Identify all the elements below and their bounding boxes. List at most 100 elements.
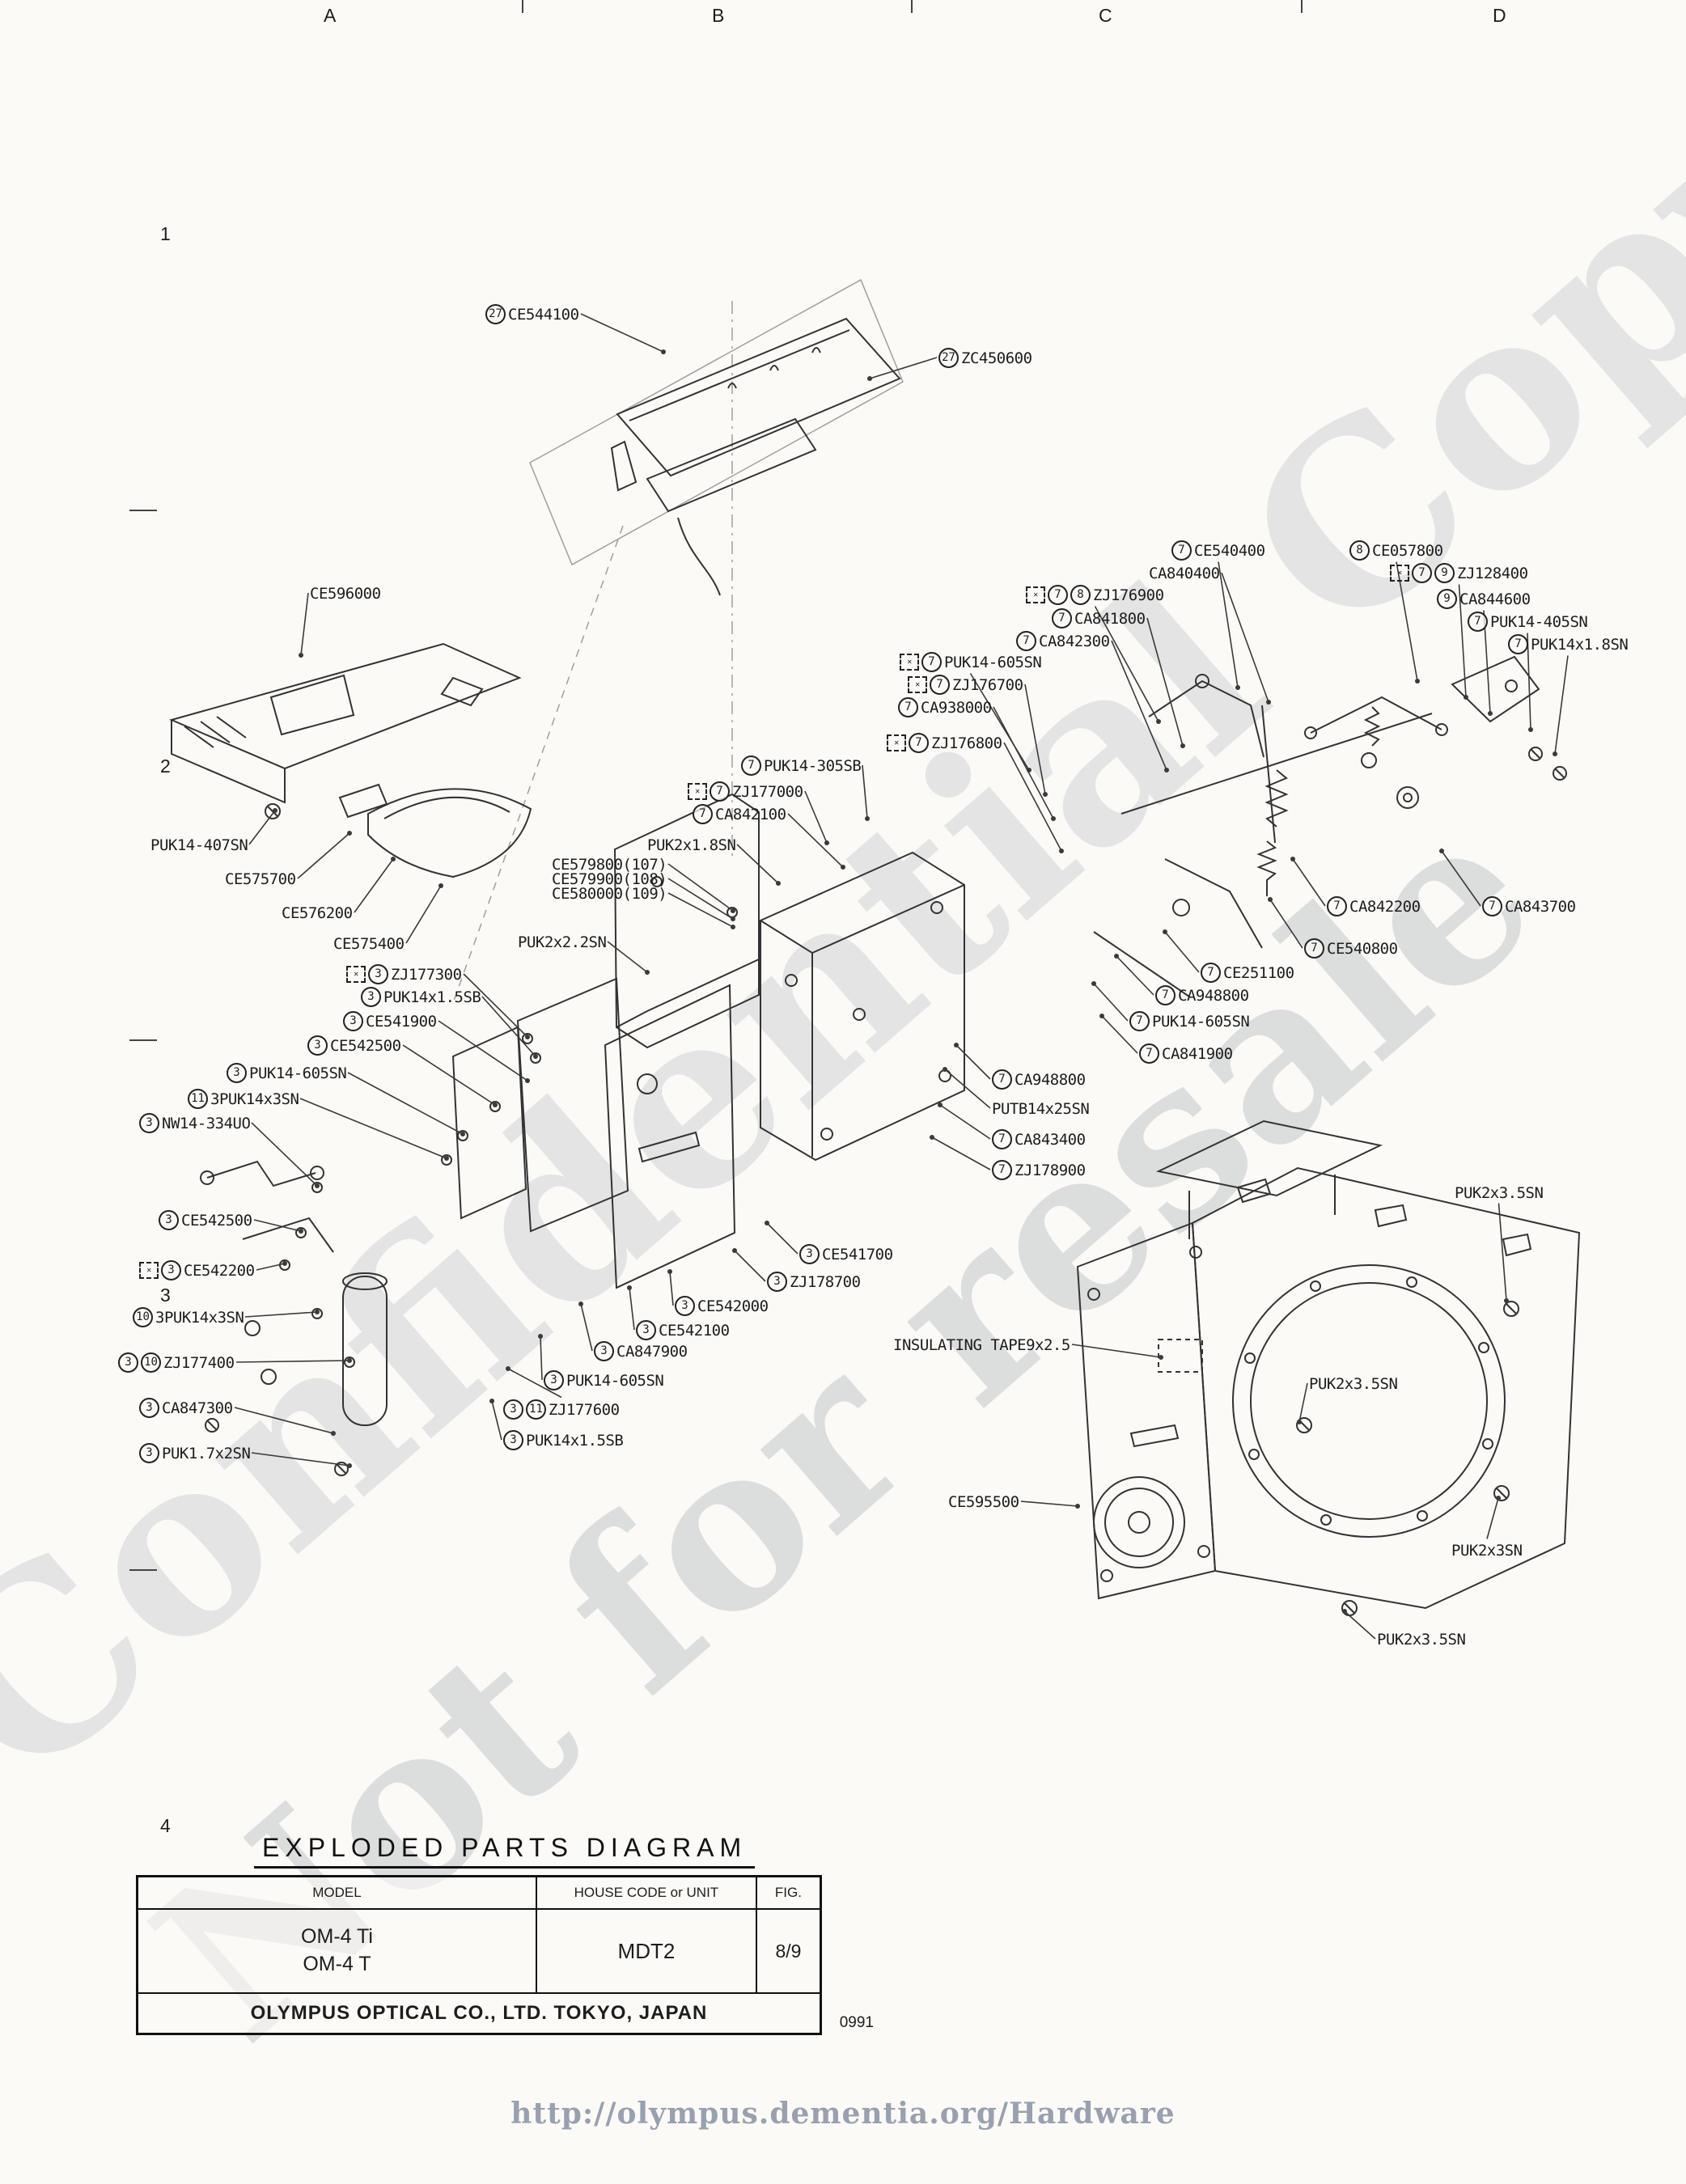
- ref-number-circle: 9: [1434, 562, 1455, 583]
- part-number: PUK2x3.5SN: [1309, 1374, 1398, 1393]
- part-label: CE579900(108): [552, 870, 667, 888]
- part-number: PUK14-605SN: [1152, 1012, 1250, 1031]
- house-code-value: MDT2: [536, 1908, 757, 1994]
- fig-value: 8/9: [755, 1908, 822, 1994]
- ref-number-circle: 7: [1304, 938, 1324, 959]
- part-number: CE544100: [508, 305, 579, 324]
- ref-number-circle: 3: [161, 1259, 181, 1280]
- part-label: PUK2x2.2SN: [518, 933, 607, 951]
- changed-part-marker: ✕: [139, 1261, 159, 1279]
- part-number: ZJ177400: [163, 1353, 235, 1372]
- ref-number-circle: 3: [594, 1340, 614, 1361]
- grid-row-label: 3: [160, 1285, 171, 1306]
- part-number: ZJ128400: [1457, 564, 1528, 582]
- changed-part-marker: ✕: [688, 782, 707, 800]
- part-number: CA841800: [1074, 609, 1146, 628]
- ref-number-circle: 7: [1139, 1043, 1159, 1064]
- part-number: PUK14-405SN: [1490, 612, 1588, 631]
- changed-part-marker: ✕: [1390, 564, 1409, 582]
- ref-number-circle: 7: [1412, 562, 1432, 583]
- site-url: http://olympus.dementia.org/Hardware: [510, 2097, 1176, 2131]
- ref-number-circle: 7: [992, 1128, 1012, 1149]
- part-label: CE576200: [282, 904, 353, 922]
- part-number: PUK14x1.5SB: [383, 988, 481, 1006]
- ref-number-circle: 7: [992, 1159, 1012, 1180]
- ref-number-circle: 10: [141, 1352, 161, 1373]
- grid-row-label: 4: [160, 1815, 171, 1836]
- part-label: INSULATING TAPE9x2.5: [893, 1335, 1070, 1354]
- part-number: PUK2x3.5SN: [1377, 1630, 1466, 1649]
- part-number: ZJ178900: [1015, 1161, 1086, 1179]
- ref-number-circle: 7: [921, 651, 942, 672]
- part-number: CE579800(107): [552, 855, 667, 874]
- part-number: CE542100: [659, 1321, 730, 1340]
- part-number: CA847300: [162, 1399, 233, 1417]
- fig-header: FIG.: [755, 1875, 822, 1910]
- ref-number-circle: 3: [675, 1295, 695, 1316]
- grid-column-label: D: [1493, 5, 1506, 26]
- part-number: CA843700: [1505, 897, 1576, 916]
- ref-number-circle: 3: [799, 1243, 820, 1264]
- model-header: MODEL: [136, 1875, 537, 1910]
- part-label: CE579800(107): [552, 855, 667, 874]
- ref-number-circle: 7: [1171, 540, 1192, 561]
- ref-number-circle: 7: [1327, 895, 1347, 916]
- part-number: CA842200: [1349, 897, 1421, 916]
- part-label: CA840400: [1149, 564, 1220, 582]
- part-number: CA842300: [1039, 632, 1110, 650]
- part-label: PUK2x1.8SN: [647, 836, 736, 854]
- part-label: PUK14-407SN: [150, 836, 248, 854]
- model-line1: OM-4 Ti: [301, 1925, 373, 1949]
- grid-row-tick: [129, 1569, 157, 1571]
- ref-number-circle: 27: [938, 347, 959, 368]
- part-label: PUK2x3.5SN: [1309, 1374, 1398, 1393]
- part-number: 3PUK14x3SN: [155, 1308, 244, 1327]
- part-number: PUK14-605SN: [944, 653, 1042, 671]
- part-number: CE542500: [181, 1211, 252, 1230]
- ref-number-circle: 7: [1482, 895, 1502, 916]
- part-number: NW14-334UO: [162, 1114, 251, 1132]
- ref-number-circle: 3: [139, 1112, 159, 1133]
- part-number: PUK2x2.2SN: [518, 933, 607, 951]
- ref-number-circle: 3: [503, 1429, 523, 1450]
- ref-number-circle: 7: [992, 1069, 1012, 1090]
- company-name: OLYMPUS OPTICAL CO., LTD. TOKYO, JAPAN: [136, 1992, 822, 2035]
- part-label: CE580000(109): [552, 884, 667, 903]
- ref-number-circle: 3: [368, 963, 388, 984]
- ref-number-circle: 3: [118, 1352, 138, 1373]
- title-block: EXPLODED PARTS DIAGRAM MODEL HOUSE CODE …: [136, 1833, 874, 2035]
- part-label: CE596000: [310, 584, 381, 603]
- ref-number-circle: 3: [307, 1035, 328, 1056]
- changed-part-marker: ✕: [346, 965, 366, 983]
- part-number: PUK2x3SN: [1451, 1541, 1523, 1560]
- ref-number-circle: 3: [139, 1442, 159, 1463]
- part-number: INSULATING TAPE9x2.5: [893, 1335, 1070, 1354]
- ref-number-circle: 11: [526, 1399, 546, 1420]
- grid-row-tick: [129, 510, 157, 511]
